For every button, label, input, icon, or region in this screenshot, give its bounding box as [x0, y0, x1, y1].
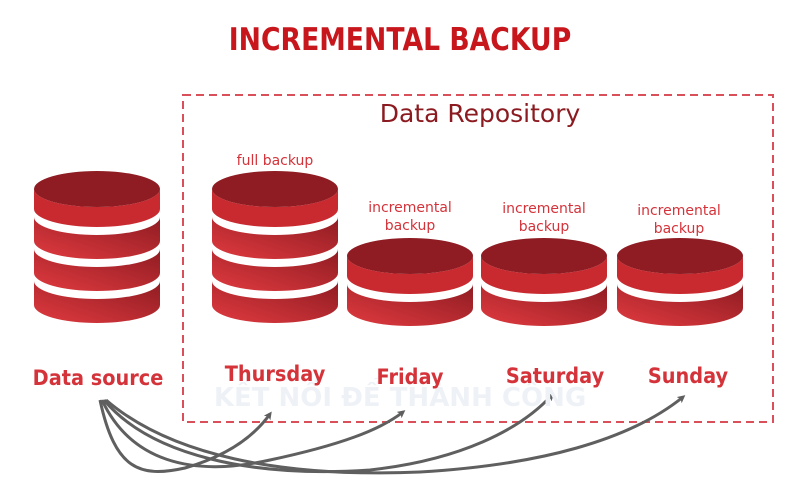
cylinder-top — [34, 171, 160, 207]
cylinder-top — [212, 171, 338, 207]
repository-box — [182, 94, 774, 423]
cylinder-segment — [617, 284, 743, 326]
cylinder-top — [347, 238, 473, 274]
cylinder-segment — [347, 256, 473, 294]
cylinder-segment — [481, 284, 607, 326]
backup-type-label: backup — [518, 219, 570, 235]
backup-type-label: backup — [653, 221, 705, 237]
day-label-sunday: Sunday — [647, 364, 729, 388]
cylinder-segment — [212, 281, 338, 323]
backup-cylinder-saturday — [481, 238, 607, 326]
arrow-to-sunday — [105, 395, 686, 475]
repository-label: Data Repository — [379, 99, 581, 128]
data-source-label: Data source — [32, 366, 164, 390]
cylinder-segment — [34, 281, 160, 323]
page-title: INCREMENTAL BACKUP — [228, 22, 572, 58]
cylinder-segment — [617, 256, 743, 294]
day-label-friday: Friday — [376, 365, 444, 389]
backup-cylinder-thursday — [212, 171, 338, 323]
backup-type-label: backup — [384, 218, 436, 234]
cylinder-segment — [347, 284, 473, 326]
backup-cylinder-friday — [347, 238, 473, 326]
cylinder-top — [617, 238, 743, 274]
backup-type-label: incremental — [502, 201, 586, 217]
cylinder-top — [481, 238, 607, 274]
cylinder-segment — [212, 217, 338, 259]
arrow-to-saturday — [102, 392, 555, 474]
watermark: KẾT NỐI ĐỂ THÀNH CÔNG — [213, 383, 587, 413]
backup-type-label: incremental — [368, 200, 452, 216]
cylinder-segment — [34, 249, 160, 291]
data-source-cylinder — [34, 171, 160, 323]
cylinder-segment — [34, 189, 160, 227]
day-label-saturday: Saturday — [505, 364, 605, 388]
backup-cylinder-sunday — [617, 238, 743, 326]
backup-type-label: full backup — [236, 153, 314, 169]
cylinder-segment — [34, 217, 160, 259]
cylinder-segment — [212, 189, 338, 227]
day-label-thursday: Thursday — [224, 362, 326, 386]
cylinder-segment — [481, 256, 607, 294]
arrow-to-friday — [100, 399, 406, 469]
arrow-to-thursday — [98, 399, 272, 473]
cylinder-segment — [212, 249, 338, 291]
backup-type-label: incremental — [637, 203, 721, 219]
